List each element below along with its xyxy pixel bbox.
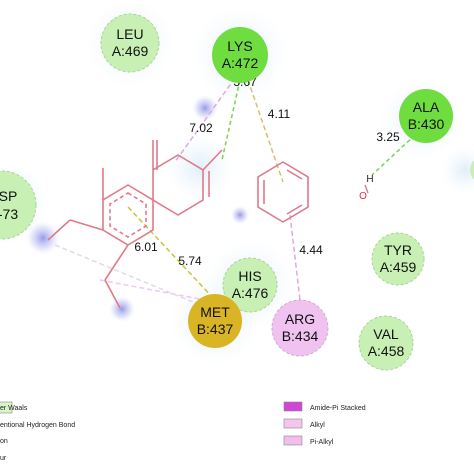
ligand bbox=[47, 140, 309, 309]
residue-chain: A:472 bbox=[222, 55, 259, 71]
legend-item: er Waals bbox=[0, 401, 28, 414]
legend-label: entional Hydrogen Bond bbox=[0, 422, 75, 429]
residue-chain: -73 bbox=[0, 206, 18, 222]
residue-name: SP bbox=[0, 188, 17, 204]
residue-asp473[interactable]: SP -73 bbox=[0, 170, 37, 240]
residue-chain: B:434 bbox=[282, 328, 319, 344]
legend-item: on bbox=[0, 438, 8, 445]
pi-lys472-ring bbox=[174, 77, 236, 163]
residue-chain: A:458 bbox=[368, 343, 405, 359]
pi-arg434 bbox=[289, 214, 301, 301]
legend-label: er Waals bbox=[0, 405, 28, 412]
distance-label: 4.44 bbox=[299, 243, 323, 257]
residue-name: ARG bbox=[285, 311, 315, 327]
water-oxygen-label: O bbox=[359, 191, 367, 202]
hbond-ala430 bbox=[371, 134, 416, 176]
residue-name: HIS bbox=[238, 268, 261, 284]
legend-label: ur bbox=[0, 455, 7, 462]
legend-item: entional Hydrogen Bond bbox=[0, 422, 75, 429]
distance-label: 3.25 bbox=[376, 130, 400, 144]
residue-ala430[interactable]: ALA B:430 bbox=[399, 89, 453, 143]
water-hydrogen-label: H bbox=[366, 174, 373, 185]
legend-item: Amide-Pi Stacked bbox=[283, 401, 366, 412]
water-molecule: H O bbox=[359, 174, 374, 202]
residue-chain: B:437 bbox=[197, 321, 234, 337]
distance-label: 6.01 bbox=[134, 240, 158, 254]
alkyl-met437-b bbox=[54, 244, 201, 306]
residue-partial-right bbox=[470, 160, 474, 180]
residue-name: LYS bbox=[227, 38, 252, 54]
residue-arg434[interactable]: ARG B:434 bbox=[271, 299, 329, 357]
ligand-ring-c bbox=[257, 161, 309, 223]
residue-leu469[interactable]: LEU A:469 bbox=[100, 13, 160, 73]
residue-name: MET bbox=[200, 304, 230, 320]
residue-tyr459[interactable]: TYR A:459 bbox=[371, 232, 425, 286]
alkyl-met437-a bbox=[99, 279, 206, 301]
residue-lys472[interactable]: LYS A:472 bbox=[212, 27, 268, 83]
residue-his476[interactable]: HIS A:476 bbox=[222, 257, 278, 313]
legend-label: on bbox=[0, 438, 8, 445]
sulfur-met437 bbox=[127, 206, 216, 301]
ligand-ring-a-inner bbox=[109, 192, 147, 238]
legend-label: Pi-Alkyl bbox=[310, 439, 334, 446]
residue-name: VAL bbox=[373, 326, 399, 342]
residue-name: TYR bbox=[384, 242, 412, 258]
charge-blobs bbox=[25, 94, 250, 323]
legend-label: Alkyl bbox=[310, 422, 325, 429]
distance-label: 7.02 bbox=[189, 121, 213, 135]
residue-nodes: LEU A:469 LYS A:472 ALA B:430 SP -73 TYR… bbox=[0, 13, 474, 371]
residue-chain: A:476 bbox=[232, 285, 269, 301]
distance-label: 5.74 bbox=[178, 254, 202, 268]
residue-val458[interactable]: VAL A:458 bbox=[358, 315, 414, 371]
legend-label: Amide-Pi Stacked bbox=[310, 405, 366, 412]
residue-met437[interactable]: MET B:437 bbox=[188, 294, 242, 348]
residue-chain: A:459 bbox=[380, 259, 417, 275]
residue-name: LEU bbox=[116, 26, 143, 42]
residue-name: ALA bbox=[413, 99, 440, 115]
residue-chain: B:430 bbox=[408, 116, 445, 132]
legend-item: Pi-Alkyl bbox=[283, 435, 334, 446]
legend: er Waals entional Hydrogen Bond on ur Am… bbox=[0, 401, 366, 462]
ligand-ring-a bbox=[102, 184, 154, 246]
legend-item: Alkyl bbox=[283, 418, 325, 429]
legend-item: ur bbox=[0, 455, 7, 462]
distance-label: 4.11 bbox=[268, 107, 291, 121]
residue-chain: A:469 bbox=[112, 43, 149, 59]
